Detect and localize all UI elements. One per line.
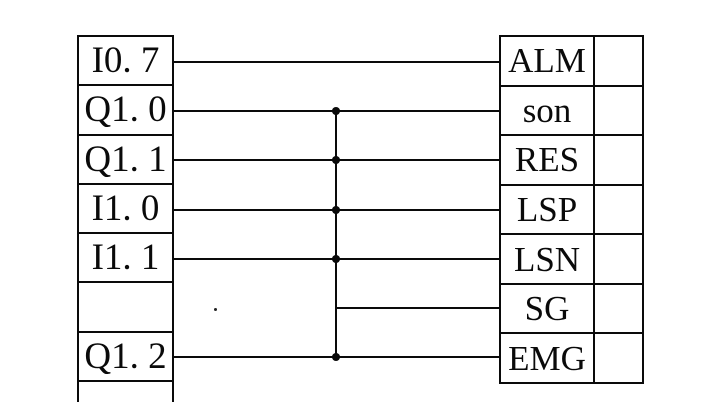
junction-dot-emg (332, 353, 340, 361)
plc-address-cell: I1. 1 (79, 234, 172, 284)
terminal-name-cell: LSP (501, 185, 595, 234)
wire-i0-7-to-alm (172, 61, 501, 63)
junction-dot-son (332, 107, 340, 115)
junction-dot-lsn (332, 255, 340, 263)
terminal-name-cell: RES (501, 136, 595, 184)
wire-bus-to-sg (335, 307, 501, 309)
terminal-name-cell: SG (501, 284, 595, 333)
terminal-row: ALM (501, 37, 642, 87)
terminal-name-cell: EMG (501, 334, 595, 383)
terminal-row: SG (501, 284, 642, 335)
terminal-value-cell (595, 87, 642, 135)
plc-address-cell: I0. 7 (79, 37, 172, 87)
terminal-value-cell (595, 235, 642, 283)
terminal-row: LSN (501, 235, 642, 285)
terminal-row: RES (501, 136, 642, 186)
plc-address-cell: Q1. 0 (79, 86, 172, 136)
plc-address-cell: Q1. 1 (79, 136, 172, 185)
terminal-value-cell (595, 37, 642, 85)
plc-address-cell-empty (79, 283, 172, 333)
terminal-value-cell (595, 186, 642, 234)
junction-dot-res (332, 156, 340, 164)
bus-line (335, 110, 337, 358)
plc-address-table: I0. 7 Q1. 0 Q1. 1 I1. 0 I1. 1 Q1. 2 (77, 35, 174, 402)
terminal-name-cell: ALM (501, 37, 595, 85)
terminal-row: LSP (501, 185, 642, 236)
plc-address-cell-empty (79, 382, 172, 402)
terminal-value-cell (595, 285, 642, 333)
plc-address-cell: Q1. 2 (79, 333, 172, 383)
plc-address-cell: I1. 0 (79, 185, 172, 235)
terminal-value-cell (595, 136, 642, 184)
junction-dot-lsp (332, 206, 340, 214)
servo-terminal-table: ALM son RES LSP LSN SG EMG (499, 35, 644, 384)
terminal-value-cell (595, 334, 642, 382)
terminal-row: son (501, 86, 642, 137)
terminal-name-cell: LSN (501, 235, 595, 283)
terminal-name-cell: son (501, 86, 595, 135)
stray-ink-speck (214, 308, 217, 311)
terminal-row: EMG (501, 334, 642, 383)
